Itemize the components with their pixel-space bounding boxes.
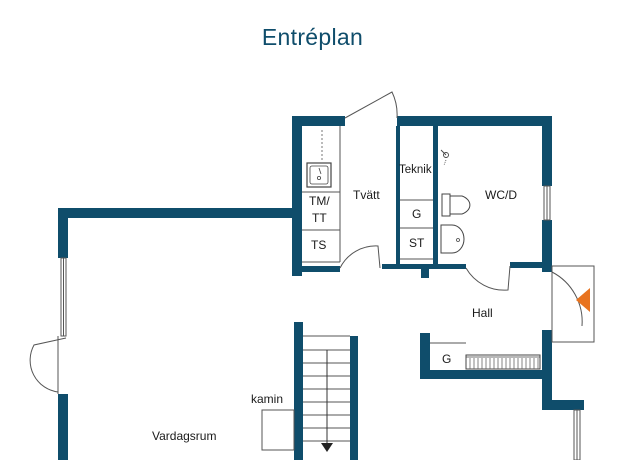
windows (60, 185, 581, 460)
room-label-hall: Hall (472, 306, 493, 320)
label-g-laundry: G (412, 207, 421, 221)
shower-head-icon (440, 149, 449, 166)
washbasin-icon (440, 224, 465, 254)
plan-title: Entréplan (261, 24, 364, 50)
sink-icon (306, 162, 332, 188)
label-tt: TT (312, 211, 327, 225)
label-g-hall: G (442, 352, 451, 366)
toilet-icon (441, 193, 471, 217)
room-label-wcd: WC/D (485, 188, 517, 202)
entrance-arrow-icon (576, 288, 590, 312)
interior-walls (292, 126, 552, 278)
doors (29, 91, 595, 394)
fireplace (261, 409, 295, 451)
exterior-walls (58, 116, 584, 460)
label-ts: TS (311, 238, 326, 252)
label-tm: TM/ (309, 194, 330, 208)
room-label-vardagsrum: Vardagsrum (152, 429, 216, 443)
staircase (303, 335, 350, 452)
room-label-tvatt: Tvätt (353, 188, 380, 202)
label-st: ST (409, 236, 425, 250)
wc-fixtures (440, 149, 471, 254)
shoe-rack (465, 354, 541, 370)
laundry-fixtures (302, 126, 433, 263)
room-label-teknik: Teknik (399, 164, 432, 176)
label-kamin: kamin (251, 392, 283, 406)
